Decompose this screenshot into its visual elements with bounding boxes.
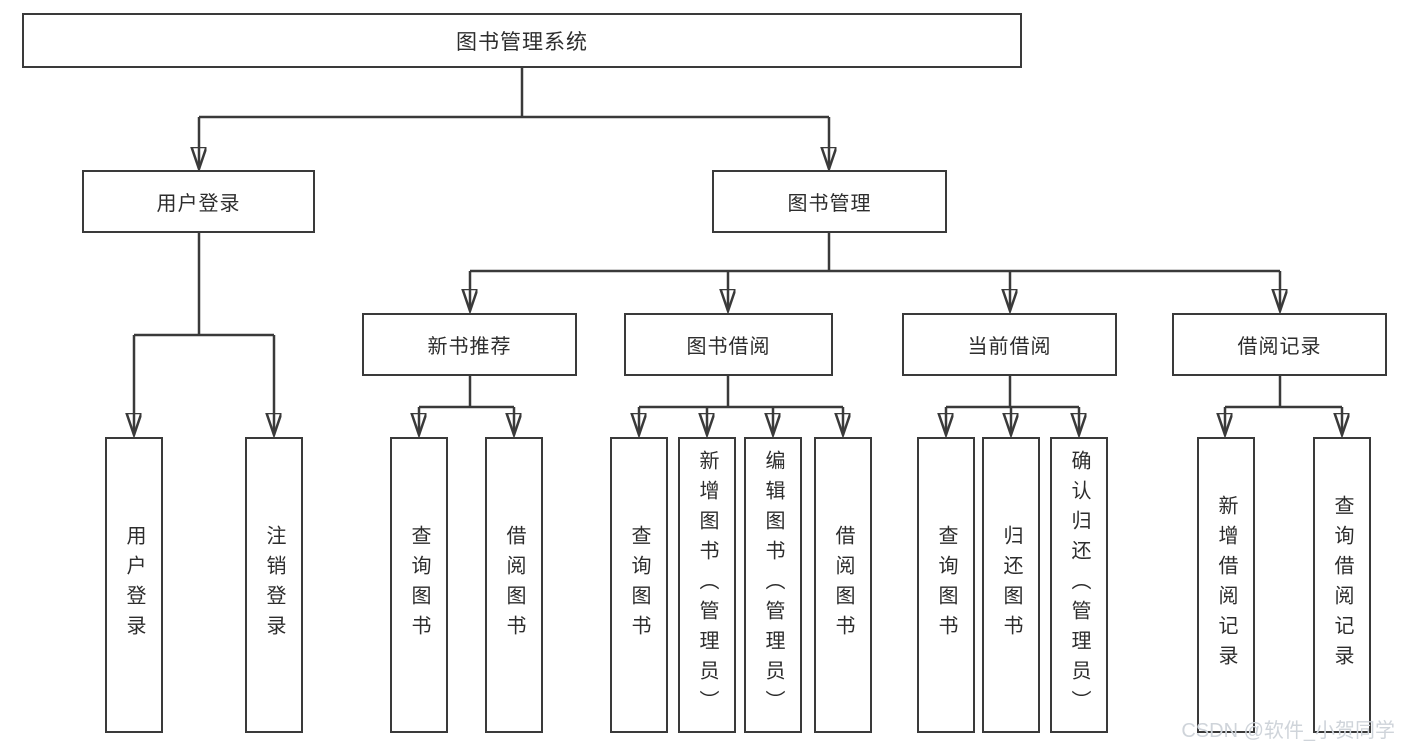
csdn-watermark: CSDN @软件_小贺同学 [1181,720,1395,742]
node-borrowing-records-label: 借阅记录 [1237,336,1322,358]
node-book-management-label: 图书管理 [787,193,872,215]
node-borrowing-records: 借阅记录 [1172,313,1387,376]
node-root: 图书管理系统 [22,13,1022,68]
leaf-add-borrow-record-label: 新增借阅记录 [1215,495,1237,675]
leaf-query-books-recommend: 查询图书 [390,437,448,733]
node-user-login: 用户登录 [82,170,315,233]
leaf-borrow-books-recommend: 借阅图书 [485,437,543,733]
leaf-add-book-admin: 新增图书（管理员） [678,437,736,733]
leaf-logout: 注销登录 [245,437,303,733]
leaf-add-borrow-record: 新增借阅记录 [1197,437,1255,733]
leaf-confirm-return-admin: 确认归还（管理员） [1050,437,1108,733]
leaf-query-books-current-label: 查询图书 [935,525,957,645]
leaf-confirm-return-admin-label: 确认归还（管理员） [1068,450,1090,720]
node-root-label: 图书管理系统 [456,30,588,54]
node-book-borrowing-label: 图书借阅 [686,336,771,358]
leaf-query-books-recommend-label: 查询图书 [408,525,430,645]
leaf-edit-book-admin-label: 编辑图书（管理员） [762,450,784,720]
node-current-borrowing: 当前借阅 [902,313,1117,376]
leaf-user-login: 用户登录 [105,437,163,733]
leaf-edit-book-admin: 编辑图书（管理员） [744,437,802,733]
leaf-borrow-books-recommend-label: 借阅图书 [503,525,525,645]
leaf-user-login-label: 用户登录 [123,525,145,645]
leaf-borrow-books-borrow: 借阅图书 [814,437,872,733]
leaf-query-books-borrow-label: 查询图书 [628,525,650,645]
leaf-borrow-books-borrow-label: 借阅图书 [832,525,854,645]
node-new-book-recommendation-label: 新书推荐 [427,336,512,358]
leaf-add-book-admin-label: 新增图书（管理员） [696,450,718,720]
leaf-return-books-label: 归还图书 [1000,525,1022,645]
node-current-borrowing-label: 当前借阅 [967,336,1052,358]
leaf-logout-label: 注销登录 [263,525,285,645]
node-new-book-recommendation: 新书推荐 [362,313,577,376]
leaf-query-books-current: 查询图书 [917,437,975,733]
leaf-query-borrow-record-label: 查询借阅记录 [1331,495,1353,675]
leaf-query-books-borrow: 查询图书 [610,437,668,733]
leaf-return-books: 归还图书 [982,437,1040,733]
node-book-management: 图书管理 [712,170,947,233]
node-book-borrowing: 图书借阅 [624,313,833,376]
node-user-login-label: 用户登录 [156,193,241,215]
leaf-query-borrow-record: 查询借阅记录 [1313,437,1371,733]
